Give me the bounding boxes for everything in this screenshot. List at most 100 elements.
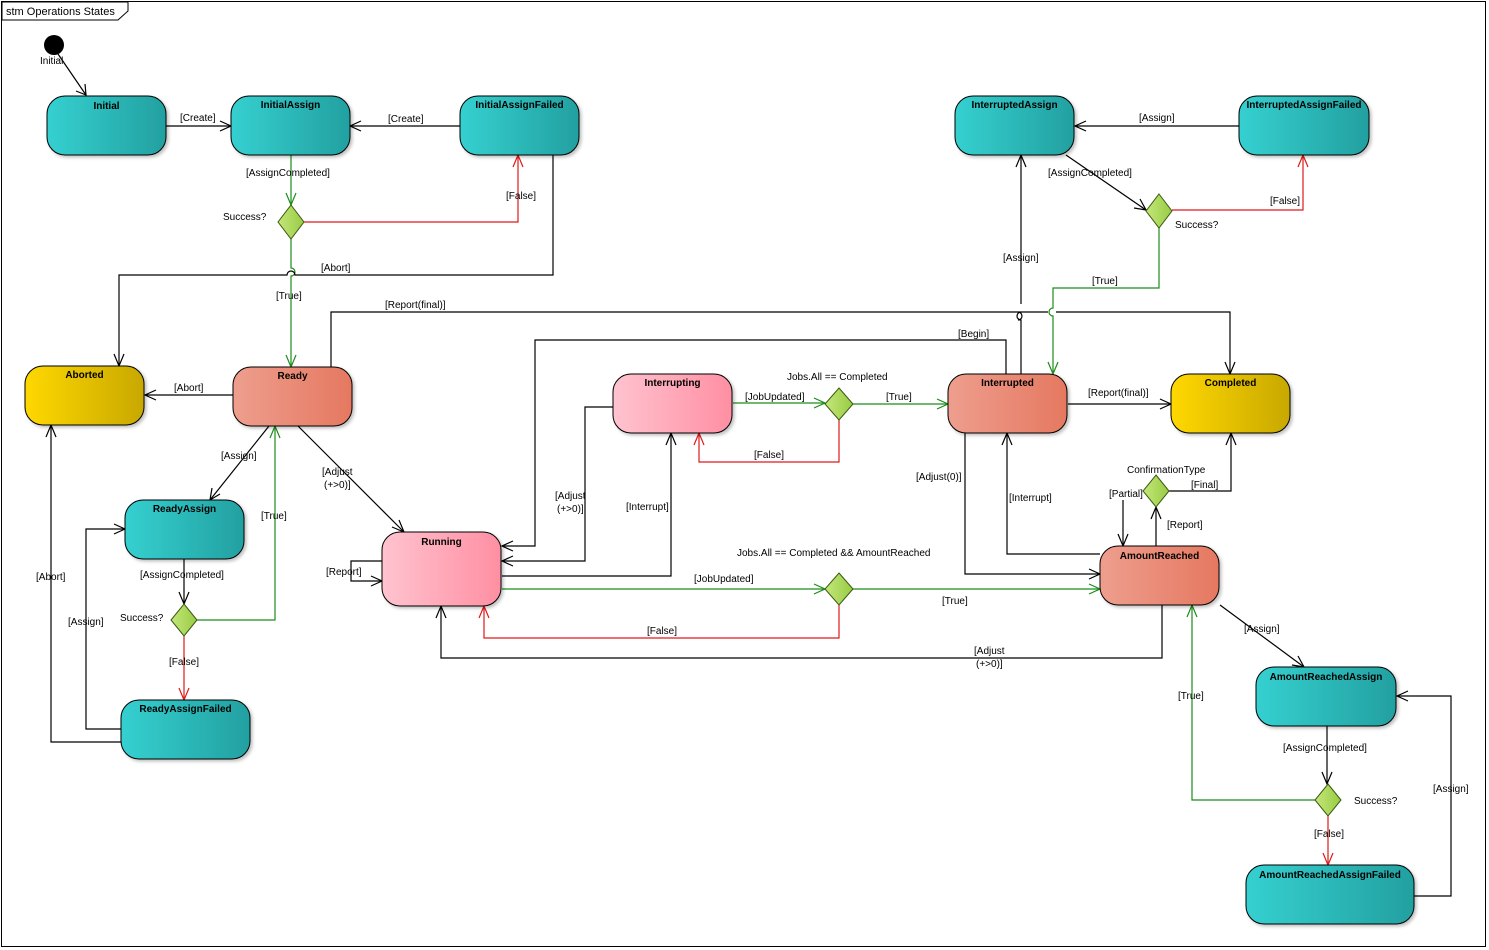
- transition-edge[interactable]: [502, 406, 613, 562]
- guard-label: [Adjust(0)]: [916, 472, 962, 483]
- transition-edge[interactable]: [209, 425, 270, 501]
- arrowhead: [500, 555, 514, 567]
- guard-label: [False]: [169, 657, 199, 668]
- transition-edge[interactable]: [57, 53, 87, 96]
- guard-label: [AssignCompleted]: [1048, 168, 1132, 179]
- state-interruptedassign[interactable]: InterruptedAssign: [954, 95, 1075, 156]
- state-ready[interactable]: Ready: [232, 366, 353, 427]
- state-name: Completed: [1205, 378, 1257, 389]
- state-readyassign[interactable]: ReadyAssign: [124, 499, 245, 560]
- state-name: AmountReached: [1120, 551, 1199, 562]
- guard-label: [AssignCompleted]: [140, 570, 224, 581]
- guard-label: (+>0)]: [324, 480, 351, 491]
- state-interrupting[interactable]: Interrupting: [612, 373, 733, 434]
- guard-label: [Partial]: [1109, 489, 1143, 500]
- transitions: [45, 53, 1452, 897]
- state-name: ReadyAssignFailed: [139, 704, 231, 715]
- guard-label: (+>0)]: [557, 504, 584, 515]
- transition-edge[interactable]: [1172, 155, 1304, 211]
- state-initial[interactable]: Initial: [46, 95, 167, 156]
- transition-edge[interactable]: [197, 426, 276, 621]
- guard-labels: [Create] [Create] [AssignCompleted] [Fal…: [36, 113, 1469, 840]
- decision-ready-success[interactable]: Success?: [120, 603, 198, 637]
- guard-label: [Report(final)]: [385, 300, 446, 311]
- transition-edge[interactable]: [350, 560, 382, 582]
- transition-edge[interactable]: [1048, 226, 1160, 374]
- transition-edge[interactable]: [1191, 605, 1315, 801]
- guard-label: [Create]: [388, 114, 424, 125]
- arrowhead: [1133, 198, 1148, 211]
- guard-label: [True]: [1092, 276, 1118, 287]
- guard-label: [Abort]: [174, 383, 204, 394]
- guard-label: [Assign]: [221, 451, 257, 462]
- decision-amount-success[interactable]: Success?: [1314, 783, 1398, 817]
- arrowhead: [1395, 690, 1409, 702]
- transition-edge[interactable]: [1016, 155, 1022, 374]
- decision-label: Success?: [1175, 220, 1219, 231]
- initial-pseudostate-label: Initial: [40, 56, 63, 67]
- guard-label: [Begin]: [958, 329, 989, 340]
- guard-label: [Assign]: [68, 617, 104, 628]
- decision-label: Success?: [1354, 796, 1398, 807]
- transition-edge[interactable]: [118, 155, 554, 366]
- frame-tab: stm Operations States: [1, 1, 129, 21]
- transition-edge[interactable]: [1065, 154, 1147, 211]
- state-interruptedassignfailed[interactable]: InterruptedAssignFailed: [1238, 95, 1370, 156]
- state-name: Running: [421, 537, 462, 548]
- transition-edge[interactable]: [483, 605, 840, 639]
- state-initialassignfailed[interactable]: InitialAssignFailed: [459, 95, 580, 156]
- transition-edge[interactable]: [330, 311, 1231, 374]
- guard-label: [False]: [647, 626, 677, 637]
- state-name: Aborted: [65, 370, 103, 381]
- guard-label: [Create]: [180, 113, 216, 124]
- guard-label: [True]: [276, 291, 302, 302]
- transition-edge[interactable]: [85, 528, 125, 730]
- transition-edge[interactable]: [1397, 695, 1452, 897]
- state-amountreachedassign[interactable]: AmountReachedAssign: [1255, 666, 1397, 727]
- state-readyassignfailed[interactable]: ReadyAssignFailed: [120, 699, 251, 760]
- guard-label: [Assign]: [1139, 113, 1175, 124]
- guard-label: [JobUpdated]: [694, 574, 754, 585]
- initial-pseudostate[interactable]: Initial: [40, 35, 64, 67]
- transition-edge[interactable]: [1006, 433, 1100, 555]
- decision-initial-success[interactable]: Success?: [223, 204, 305, 240]
- transition-edge[interactable]: [502, 433, 672, 577]
- transition-edge[interactable]: [290, 239, 296, 367]
- decision-label: Jobs.All == Completed && AmountReached: [737, 548, 930, 559]
- transition-edge[interactable]: [297, 425, 405, 533]
- state-aborted[interactable]: Aborted: [24, 365, 145, 426]
- guard-label: [Adjust: [974, 646, 1005, 657]
- decision-label: Success?: [120, 613, 164, 624]
- transition-edge[interactable]: [698, 420, 840, 463]
- state-amountreachedassignfailed[interactable]: AmountReachedAssignFailed: [1245, 864, 1415, 925]
- decision-interrupted-success[interactable]: Success?: [1145, 193, 1219, 231]
- decision-interrupting-jobs[interactable]: Jobs.All == Completed: [787, 372, 888, 421]
- transition-edge[interactable]: [304, 155, 519, 223]
- transition-edge[interactable]: [1219, 604, 1305, 668]
- state-running[interactable]: Running: [381, 531, 502, 607]
- transition-edge[interactable]: [502, 339, 1007, 547]
- decision-running-jobs[interactable]: Jobs.All == Completed && AmountReached: [737, 548, 930, 606]
- guard-label: [Adjust: [322, 467, 353, 478]
- state-name: Initial: [93, 101, 119, 112]
- guard-label: [Report]: [1167, 520, 1203, 531]
- transition-edge[interactable]: [50, 425, 121, 743]
- guard-label: [Assign]: [1003, 253, 1039, 264]
- decision-confirmation-type[interactable]: ConfirmationType: [1127, 465, 1206, 508]
- guard-label: [True]: [261, 511, 287, 522]
- transition-edge[interactable]: [1169, 433, 1232, 492]
- state-interrupted[interactable]: Interrupted: [947, 373, 1068, 434]
- guard-label: [AssignCompleted]: [1283, 743, 1367, 754]
- frame-title: stm Operations States: [6, 6, 115, 18]
- guard-label: [Report]: [326, 567, 362, 578]
- state-name: InterruptedAssignFailed: [1246, 100, 1361, 111]
- state-name: AmountReachedAssign: [1270, 672, 1383, 683]
- arrowhead: [500, 540, 514, 552]
- transition-edge[interactable]: [440, 605, 1163, 659]
- state-name: Interrupted: [981, 378, 1034, 389]
- decision-label: Jobs.All == Completed: [787, 372, 888, 383]
- transition-edge[interactable]: [964, 433, 1100, 575]
- state-amountreached[interactable]: AmountReached: [1099, 545, 1220, 606]
- state-completed[interactable]: Completed: [1170, 373, 1291, 434]
- state-initialassign[interactable]: InitialAssign: [230, 95, 351, 156]
